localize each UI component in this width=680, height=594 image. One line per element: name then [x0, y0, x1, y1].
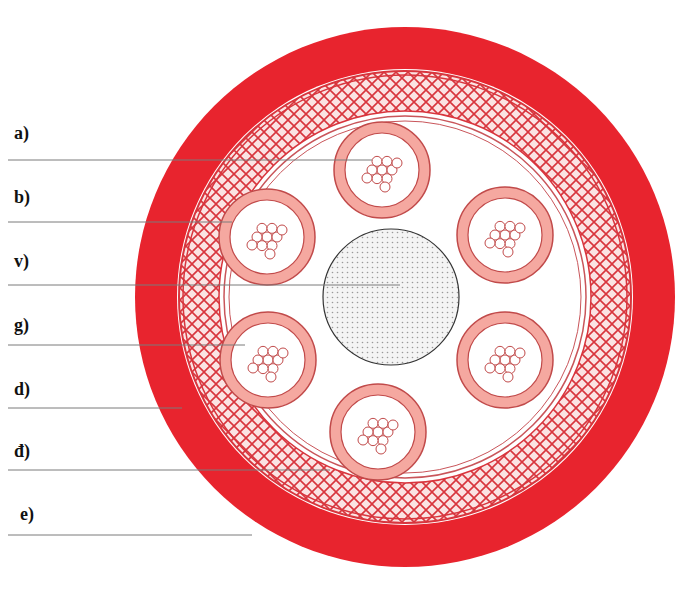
- leader-line: [8, 285, 400, 286]
- strand: [388, 420, 398, 430]
- braid-edge: [183, 75, 627, 519]
- callout-label: a): [12, 124, 31, 144]
- strand: [247, 240, 257, 250]
- strand: [265, 249, 275, 259]
- conductor: [345, 133, 419, 207]
- leader-line: [8, 408, 182, 409]
- sheath-inner: [177, 69, 633, 525]
- inner-sheath: [224, 116, 586, 478]
- leader-line: [8, 222, 232, 223]
- strand: [503, 372, 513, 382]
- braid-edge: [179, 71, 631, 523]
- strand: [495, 221, 505, 231]
- strand: [503, 247, 513, 257]
- strand: [266, 372, 276, 382]
- insulation: [457, 312, 553, 408]
- strand: [485, 363, 495, 373]
- insulation: [330, 384, 426, 480]
- strand: [267, 223, 277, 233]
- strand: [372, 156, 382, 166]
- strand: [485, 238, 495, 248]
- filler: [229, 121, 581, 473]
- strand: [376, 444, 386, 454]
- strand: [505, 346, 515, 356]
- insulation: [220, 312, 316, 408]
- strand: [248, 363, 258, 373]
- callout-label: b): [12, 188, 32, 208]
- strand: [495, 346, 505, 356]
- strand: [378, 418, 388, 428]
- strand: [258, 346, 268, 356]
- conductor: [341, 395, 415, 469]
- strand: [362, 173, 372, 183]
- central-core: [323, 229, 459, 365]
- outer-sheath: [135, 27, 675, 567]
- armour-braid: [199, 91, 611, 503]
- strand: [257, 223, 267, 233]
- strand: [380, 182, 390, 192]
- insulation: [457, 187, 553, 283]
- conductor: [231, 323, 305, 397]
- conductor-group: [219, 122, 553, 480]
- callout-label: v): [12, 252, 31, 272]
- leader-line: [8, 470, 330, 471]
- leader-line: [8, 535, 252, 536]
- strand: [392, 158, 402, 168]
- strand: [368, 418, 378, 428]
- strand-group: [247, 156, 525, 454]
- strand: [268, 346, 278, 356]
- leader-line: [8, 345, 245, 346]
- leader-lines: [8, 160, 400, 535]
- callout-label: e): [18, 505, 36, 525]
- callout-label: đ): [12, 442, 32, 462]
- strand: [278, 348, 288, 358]
- strand: [358, 435, 368, 445]
- conductor: [468, 198, 542, 272]
- strand: [515, 223, 525, 233]
- conductor: [468, 323, 542, 397]
- insulation: [334, 122, 430, 218]
- braid-edge: [219, 111, 591, 483]
- callout-label: g): [12, 316, 31, 336]
- strand: [382, 156, 392, 166]
- insulation: [219, 189, 315, 285]
- strand: [277, 225, 287, 235]
- strand: [515, 348, 525, 358]
- leader-line: [8, 160, 372, 161]
- strand: [505, 221, 515, 231]
- conductor: [230, 200, 304, 274]
- callout-label: d): [12, 380, 32, 400]
